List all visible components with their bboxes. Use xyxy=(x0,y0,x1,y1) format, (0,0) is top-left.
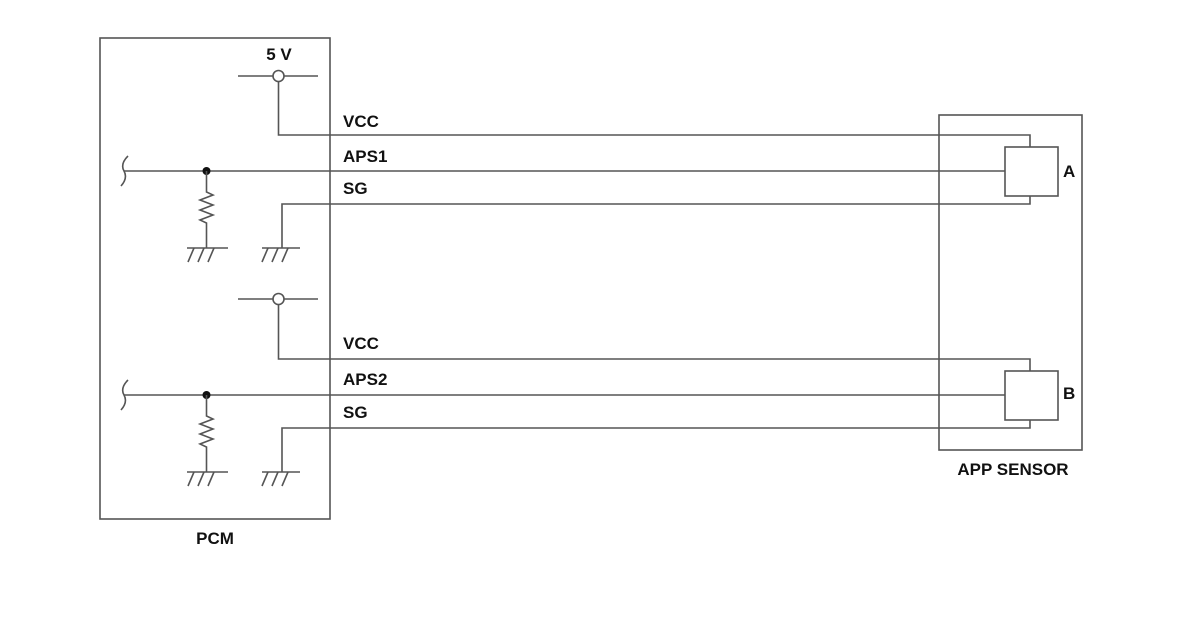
sg-label-1: SG xyxy=(343,179,368,198)
sensor-label: APP SENSOR xyxy=(957,460,1068,479)
supply-terminal-1 xyxy=(272,69,285,83)
vcc-wire-2 xyxy=(277,304,1031,371)
sensor-element-b xyxy=(1004,370,1059,421)
aps2-label: APS2 xyxy=(343,370,387,389)
ground-icon-1a xyxy=(187,247,228,263)
vcc-label-2: VCC xyxy=(343,334,379,353)
circuit-2: VCC APS2 SG B xyxy=(120,292,1075,487)
resistor-icon-1 xyxy=(197,171,216,248)
sensor-box xyxy=(938,114,1083,451)
sensor-b-label: B xyxy=(1063,384,1075,403)
ground-icon-2b xyxy=(261,471,300,487)
sensor-element-a xyxy=(1004,146,1059,197)
vcc-label-1: VCC xyxy=(343,112,379,131)
sensor-a-label: A xyxy=(1063,162,1075,181)
pcm-label: PCM xyxy=(196,529,234,548)
supply-terminal-2 xyxy=(272,292,285,306)
resistor-icon-2 xyxy=(197,395,216,472)
pcm-box xyxy=(99,37,331,520)
sg-label-2: SG xyxy=(343,403,368,422)
supply-5v-label: 5 V xyxy=(266,45,292,64)
aps1-label: APS1 xyxy=(343,147,387,166)
circuit-1: 5 V VCC APS1 SG A xyxy=(120,45,1075,263)
ground-icon-1b xyxy=(261,247,300,263)
sg-wire-2 xyxy=(281,420,1031,472)
ground-icon-2a xyxy=(187,471,228,487)
sg-wire-1 xyxy=(281,196,1031,248)
vcc-wire-1 xyxy=(277,81,1031,147)
